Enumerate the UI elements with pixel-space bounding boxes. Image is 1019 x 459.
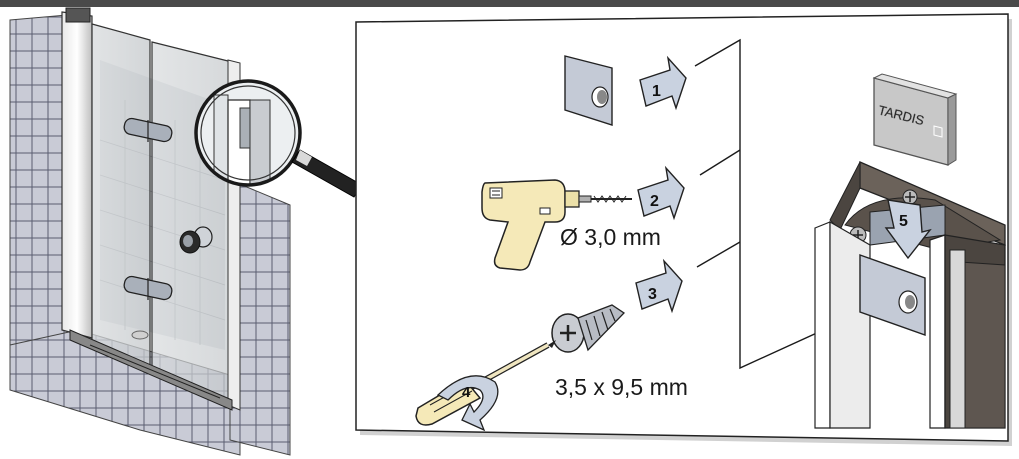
tardis-cap: TARDIS [872, 73, 958, 166]
door-knob [179, 226, 213, 254]
wall-profile-left [61, 11, 93, 339]
hinge-bottom [123, 275, 173, 301]
top-bar [0, 0, 1019, 7]
step-2-arrow: 2 [637, 165, 685, 221]
step-3-arrow: 3 [635, 258, 683, 314]
step-3-number: 3 [648, 286, 657, 303]
floor-drain [131, 330, 149, 340]
profile-detail [814, 161, 1006, 429]
screwdriver-icon: 4 [415, 340, 556, 432]
screw-icon [551, 304, 626, 353]
screw-size-label: 3,5 x 9,5 mm [555, 374, 688, 400]
step-1-number: 1 [652, 83, 661, 100]
step-5-arrow: 5 [884, 199, 932, 260]
shower-door-overview [9, 7, 291, 456]
glass-panel-fixed [91, 23, 151, 374]
step-1-arrow: 1 [639, 55, 687, 111]
step-4-number: 4 [462, 384, 471, 401]
step-2-number: 2 [650, 193, 659, 210]
drill-diameter-label: Ø 3,0 mm [560, 224, 661, 250]
profile-cap [65, 7, 91, 23]
detail-panel: 1 2 3 Ø 3,0 mm 3,5 x 9,5 [355, 13, 1012, 446]
drill-icon [481, 179, 632, 271]
step-5-number: 5 [899, 213, 908, 230]
mounting-plate-icon [564, 55, 613, 126]
hinge-top [123, 117, 173, 143]
magnifier-lens [194, 79, 363, 198]
